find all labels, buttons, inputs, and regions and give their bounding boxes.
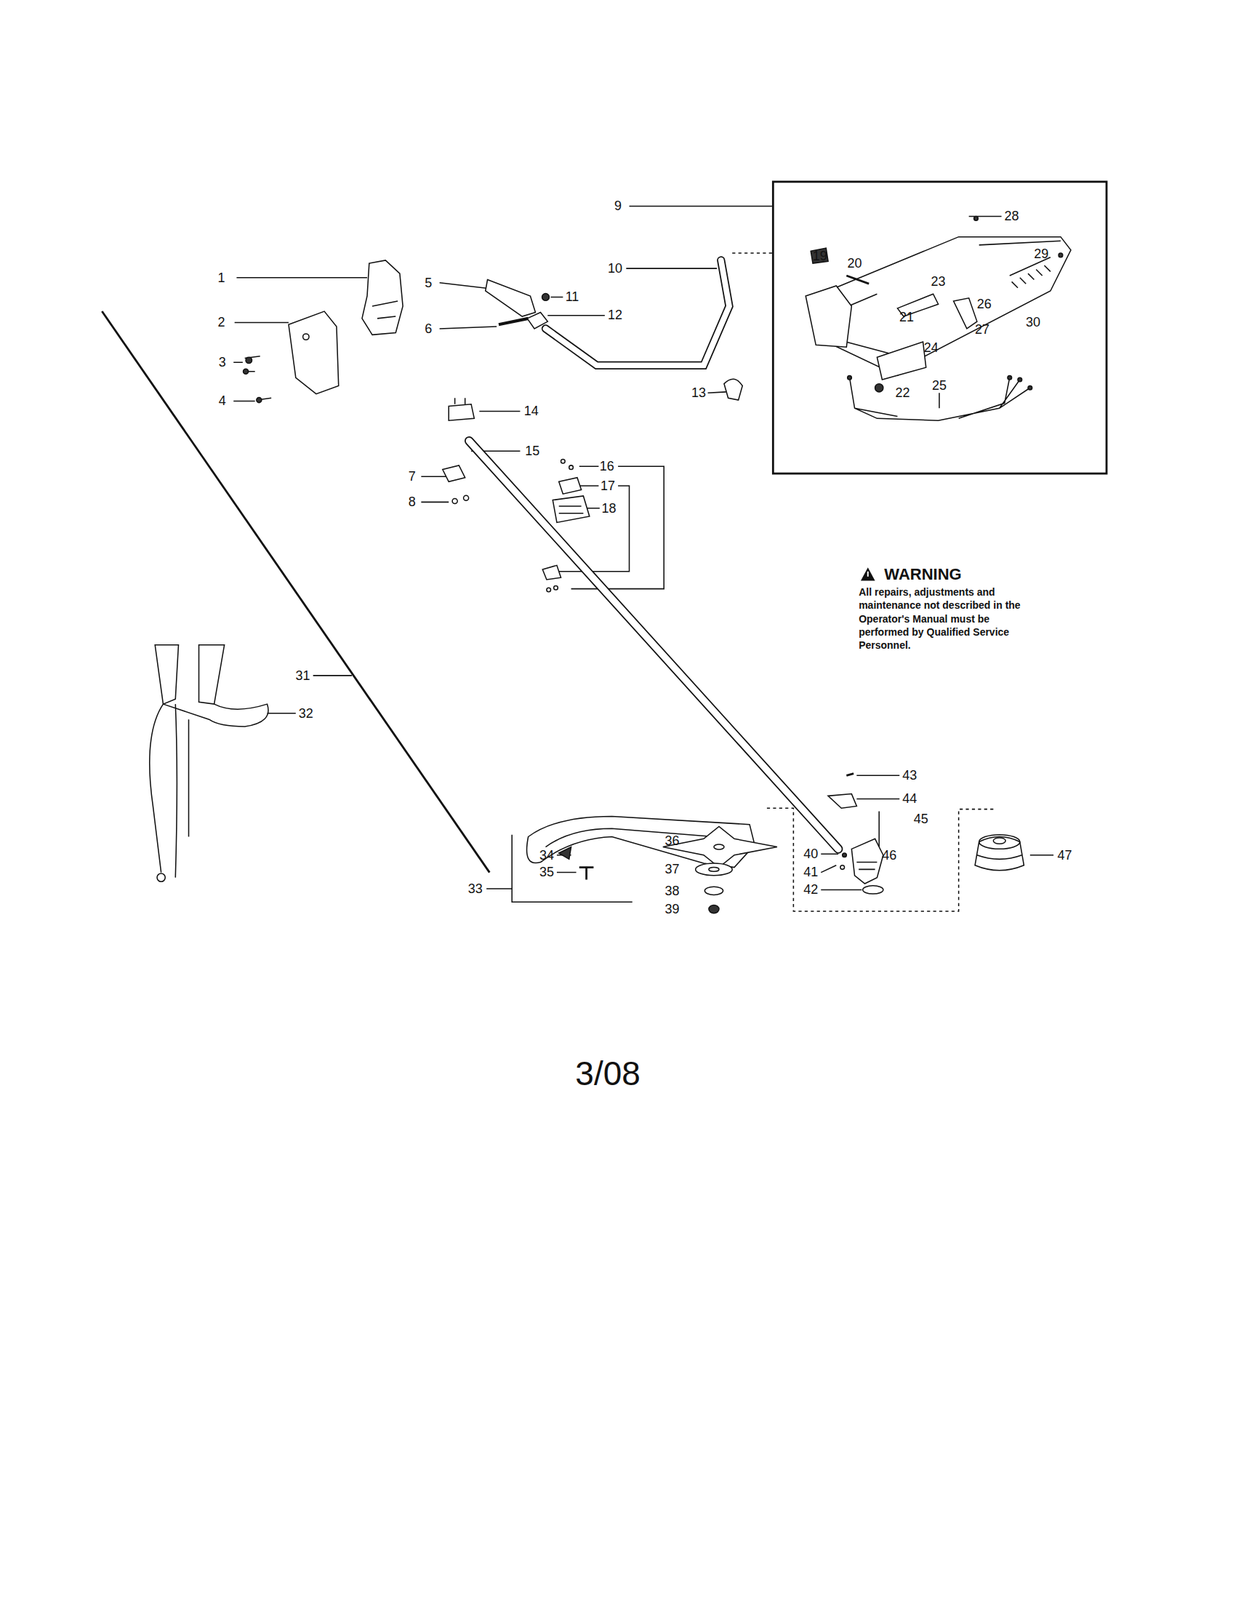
callout-number: 13 [691, 386, 706, 400]
callout-number: 26 [977, 297, 992, 311]
callout-number: 37 [664, 862, 680, 876]
callout-number: 9 [614, 199, 622, 213]
callout-number: 41 [803, 865, 818, 879]
callout-number: 29 [1033, 247, 1049, 261]
callout-number: 39 [664, 902, 680, 916]
date-code: 3/08 [575, 1056, 641, 1090]
callout-number: 16 [599, 459, 615, 473]
callout-number: 11 [565, 290, 580, 304]
callout-number: 19 [812, 249, 828, 263]
callout-number: 31 [295, 668, 311, 682]
callout-number: 21 [899, 310, 914, 324]
callout-number: 8 [408, 495, 416, 509]
callout-number: 7 [408, 469, 416, 483]
callout-number: 25 [932, 378, 947, 392]
callout-number: 4 [218, 394, 227, 408]
assembly-frame [772, 181, 1107, 474]
callout-number: 20 [847, 256, 863, 270]
callout-number: 14 [524, 404, 539, 418]
callout-number: 18 [601, 501, 616, 515]
callout-number: 1 [217, 271, 225, 285]
callout-number: 12 [607, 308, 623, 322]
callout-number: 10 [607, 261, 623, 275]
warning-heading: WARNING [884, 566, 962, 583]
callout-number: 27 [974, 322, 990, 336]
callout-number: 47 [1057, 848, 1073, 862]
warning-triangle [860, 567, 876, 581]
callout-number: 38 [664, 884, 680, 898]
callout-number: 34 [539, 848, 554, 862]
callout-number: 3 [218, 355, 227, 369]
callout-number: 42 [803, 882, 818, 896]
callout-number: 23 [931, 274, 946, 288]
warning-note: All repairs, adjustments and maintenance… [858, 585, 1041, 652]
callout-number: 30 [1025, 315, 1041, 329]
callout-number: 33 [468, 881, 483, 895]
callout-number: 46 [881, 848, 897, 862]
callout-number: 45 [913, 812, 929, 826]
callout-number: 36 [664, 833, 680, 847]
callout-number: 24 [924, 340, 939, 355]
callout-number: 44 [902, 791, 917, 805]
callout-number: 5 [424, 276, 432, 290]
callout-number: 6 [424, 322, 432, 336]
callout-number: 35 [539, 865, 554, 879]
callout-number: 28 [1004, 209, 1020, 223]
callout-number: 40 [803, 846, 818, 861]
callout-number: 32 [298, 706, 314, 720]
callout-number: 15 [524, 444, 540, 458]
callout-number: 22 [894, 386, 910, 400]
callout-number: 2 [217, 315, 225, 329]
callout-number: 43 [902, 768, 917, 782]
callout-number: 17 [600, 479, 616, 493]
